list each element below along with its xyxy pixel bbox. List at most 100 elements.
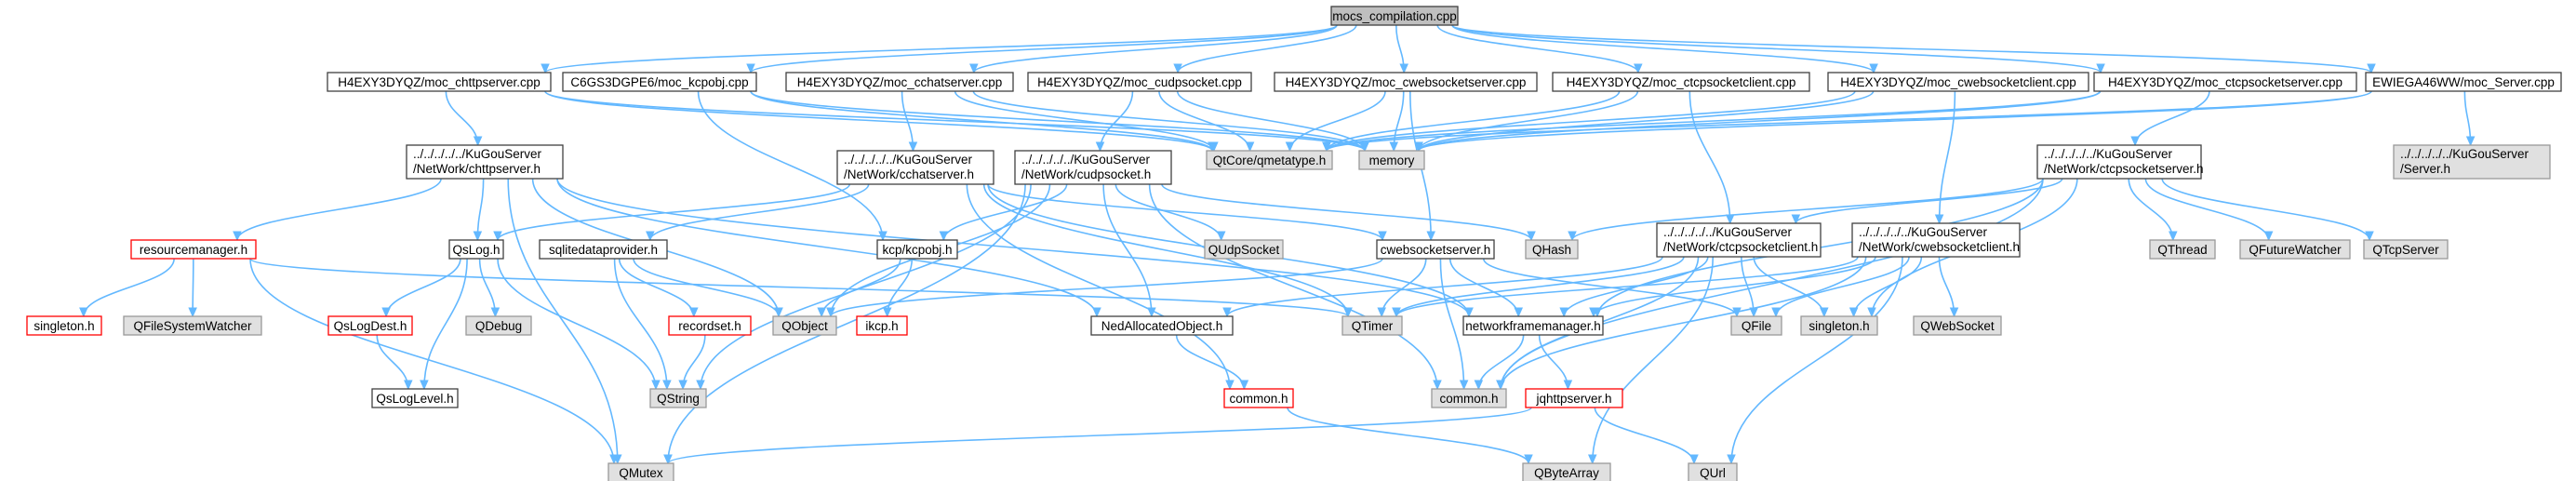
dependency-edge (1771, 256, 1910, 318)
dependency-edge (1451, 24, 1878, 74)
dependency-edge (1753, 256, 1829, 318)
node-moc-ctcpsocketserver[interactable]: H4EXY3DYQZ/moc_ctcpsocketserver.cpp (2093, 72, 2357, 92)
dependency-edge (497, 258, 661, 391)
node-qfile[interactable]: QFile (1730, 315, 1782, 336)
node-recordset-h[interactable]: recordset.h (668, 315, 752, 336)
node-moc-cwebsocketserver[interactable]: H4EXY3DYQZ/moc_cwebsocketserver.cpp (1274, 72, 1538, 92)
dependency-edge (696, 183, 1032, 391)
arrowhead (1245, 141, 1255, 153)
node-ikcp-h[interactable]: ikcp.h (856, 315, 908, 336)
node-label: common.h (1439, 392, 1498, 406)
node-qslogdest-h[interactable]: QsLogDest.h (327, 315, 413, 336)
node-qthread[interactable]: QThread (2149, 239, 2216, 260)
node-box (1851, 222, 2021, 258)
node-common-h-gray[interactable]: common.h (1431, 388, 1507, 408)
node-box (876, 239, 958, 260)
node-resourcemanager-h[interactable]: resourcemanager.h (130, 239, 257, 260)
node-label: singleton.h (1809, 319, 1869, 333)
node-nedallocated-h[interactable]: NedAllocatedObject.h (1090, 315, 1234, 336)
node-box (1827, 72, 2089, 92)
node-box (649, 388, 707, 408)
node-qfilesystemwatcher[interactable]: QFileSystemWatcher (123, 315, 262, 336)
arrowhead (381, 307, 391, 318)
node-box (1090, 315, 1234, 336)
dependency-edge (826, 258, 1383, 318)
arrowhead (609, 454, 619, 465)
node-box (1204, 239, 1284, 260)
dependency-edge (188, 258, 197, 318)
node-box (856, 315, 908, 336)
dependency-edge (1538, 334, 1573, 391)
node-label: /NetWork/cudpsocket.h (1021, 167, 1151, 181)
node-cudpsocket-h[interactable]: ../../../../../KuGouServer/NetWork/cudps… (1014, 150, 1172, 185)
node-box (1462, 315, 1604, 336)
node-qfuturewatcher[interactable]: QFutureWatcher (2239, 239, 2351, 260)
arrowhead (882, 307, 892, 318)
node-networkframemanager-h[interactable]: networkframemanager.h (1462, 315, 1604, 336)
dependency-edge (954, 90, 1219, 153)
node-moc-server[interactable]: EWIEGA46WW/moc_Server.cpp (2365, 72, 2562, 92)
node-qbytearray[interactable]: QByteArray (1522, 462, 1611, 481)
arrowhead (1222, 307, 1232, 318)
node-label: QTimer (1352, 319, 1394, 333)
node-jqhttpserver-h[interactable]: jqhttpserver.h (1525, 388, 1623, 408)
node-moc-cwebsocketclient[interactable]: H4EXY3DYQZ/moc_cwebsocketclient.cpp (1827, 72, 2089, 92)
dependency-edge (1175, 334, 1249, 391)
node-qstring[interactable]: QString (649, 388, 707, 408)
node-qdebug[interactable]: QDebug (465, 315, 532, 336)
node-cwebsocketserver-h[interactable]: cwebsocketserver.h (1376, 239, 1495, 260)
node-qhash[interactable]: QHash (1525, 239, 1579, 260)
node-box (539, 239, 668, 260)
dependency-edge (882, 258, 914, 318)
node-singleton-h-red[interactable]: singleton.h (26, 315, 102, 336)
arrowhead (404, 380, 413, 391)
node-moc-chttpserver[interactable]: H4EXY3DYQZ/moc_chttpserver.cpp (327, 72, 552, 92)
node-qsloglevel-h[interactable]: QsLogLevel.h (371, 388, 459, 408)
dependency-edge (556, 178, 1101, 318)
node-common-h-red[interactable]: common.h (1223, 388, 1294, 408)
node-moc-cchatserver[interactable]: H4EXY3DYQZ/moc_cchatserver.cpp (785, 72, 1014, 92)
arrowhead (1322, 141, 1331, 153)
node-box (2093, 72, 2357, 92)
node-root[interactable]: mocs_compilation.cpp (1330, 6, 1459, 26)
node-qmetatype[interactable]: QtCore/qmetatype.h (1206, 150, 1333, 170)
dependency-edge (1285, 90, 1386, 153)
node-moc-cudpsocket[interactable]: H4EXY3DYQZ/moc_cudpsocket.cpp (1027, 72, 1252, 92)
node-cwebsocketclient-h[interactable]: ../../../../../KuGouServer/NetWork/cwebs… (1851, 222, 2021, 258)
node-qwebsocket[interactable]: QWebSocket (1913, 315, 2002, 336)
node-sqlitedataprovider-h[interactable]: sqlitedataprovider.h (539, 239, 668, 260)
node-chttpserver-h[interactable]: ../../../../../KuGouServer/NetWork/chttp… (406, 144, 564, 180)
node-box (1688, 462, 1738, 481)
dependency-edge (1095, 90, 1134, 153)
node-qurl[interactable]: QUrl (1688, 462, 1738, 481)
node-qobject[interactable]: QObject (772, 315, 837, 336)
node-label: /NetWork/cchatserver.h (844, 167, 974, 181)
node-qudpsocket[interactable]: QUdpSocket (1204, 239, 1284, 260)
node-label: QtCore/qmetatype.h (1213, 154, 1327, 167)
node-memory[interactable]: memory (1358, 150, 1425, 170)
node-qslog-h[interactable]: QsLog.h (448, 239, 504, 260)
node-kcpobj-h[interactable]: kcp/kcpobj.h (876, 239, 958, 260)
node-cchatserver-h[interactable]: ../../../../../KuGouServer/NetWork/cchat… (836, 150, 994, 185)
node-qtimer[interactable]: QTimer (1341, 315, 1403, 336)
node-label: ../../../../../KuGouServer (1859, 225, 1988, 239)
node-qmutex[interactable]: QMutex (607, 462, 674, 481)
node-server-h[interactable]: ../../../../../KuGouServer/Server.h (2393, 144, 2551, 180)
node-qtcpserver[interactable]: QTcpServer (2363, 239, 2449, 260)
node-singleton-h-gray[interactable]: singleton.h (1800, 315, 1878, 336)
node-label: /NetWork/chttpserver.h (413, 162, 541, 176)
node-ctcpsocketclient-h[interactable]: ../../../../../KuGouServer/NetWork/ctcps… (1656, 222, 1822, 258)
node-moc-kcpobj[interactable]: C6GS3DGPE6/moc_kcpobj.cpp (562, 72, 757, 92)
dependency-edge (2144, 178, 2274, 242)
dependency-edge (1439, 258, 1469, 391)
arrowhead (473, 136, 483, 147)
arrowhead (1527, 231, 1536, 242)
node-label: QObject (781, 319, 828, 333)
node-ctcpsocketserver-h[interactable]: ../../../../../KuGouServer/NetWork/ctcps… (2036, 144, 2204, 180)
arrowhead (490, 307, 501, 318)
arrowhead (1209, 141, 1219, 153)
dependency-edge (1148, 183, 1442, 391)
dependency-edge (1173, 24, 1357, 74)
arrowhead (2465, 136, 2476, 147)
node-moc-ctcpsocketclient[interactable]: H4EXY3DYQZ/moc_ctcpsocketclient.cpp (1552, 72, 1810, 92)
